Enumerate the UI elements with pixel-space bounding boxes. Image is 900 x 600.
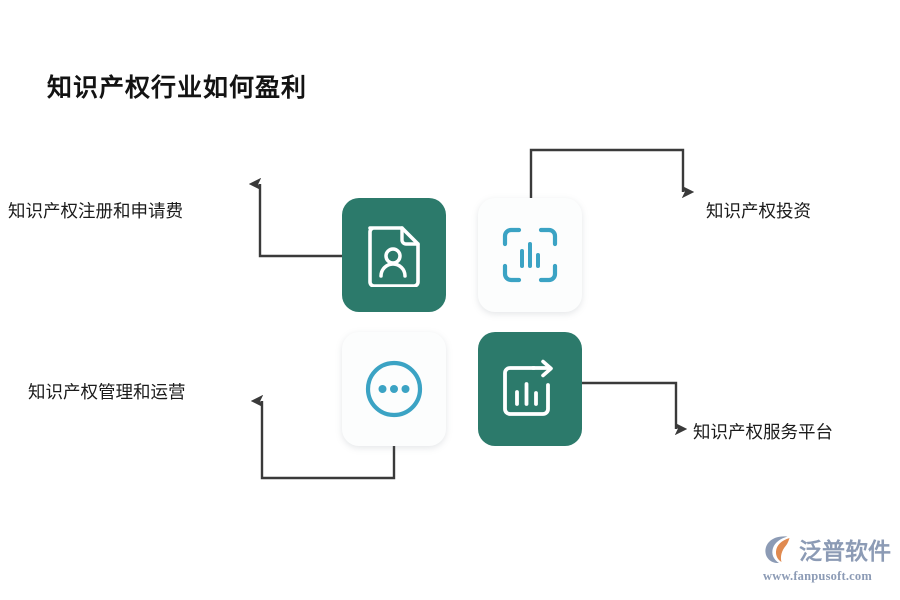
document-person-icon <box>365 223 423 287</box>
page-title: 知识产权行业如何盈利 <box>47 75 308 102</box>
logo-url: www.fanpusoft.com <box>763 569 872 583</box>
fanpu-swirl-logo-icon <box>763 533 796 570</box>
node-label-platform: 知识产权服务平台 <box>693 422 833 442</box>
node-tile-investment[interactable] <box>478 198 582 312</box>
node-label-register: 知识产权注册和申请费 <box>8 201 183 221</box>
connector-management <box>250 394 396 480</box>
node-label-management: 知识产权管理和运营 <box>28 382 186 402</box>
connector-register <box>248 177 342 258</box>
node-label-investment: 知识产权投资 <box>706 201 811 221</box>
brand-watermark: 泛普软件 www.fanpusoft.com <box>763 534 893 590</box>
circle-ellipsis-icon <box>363 358 425 420</box>
node-tile-management[interactable] <box>342 332 446 446</box>
node-tile-register[interactable] <box>342 198 446 312</box>
logo-row: 泛普软件 <box>763 534 893 568</box>
connector-platform <box>582 381 688 436</box>
bar-chart-frame-icon <box>501 226 559 284</box>
connector-investment <box>529 148 695 199</box>
node-tile-platform[interactable] <box>478 332 582 446</box>
bar-chart-arrow-icon <box>500 359 560 419</box>
logo-brand-name: 泛普软件 <box>799 537 891 564</box>
